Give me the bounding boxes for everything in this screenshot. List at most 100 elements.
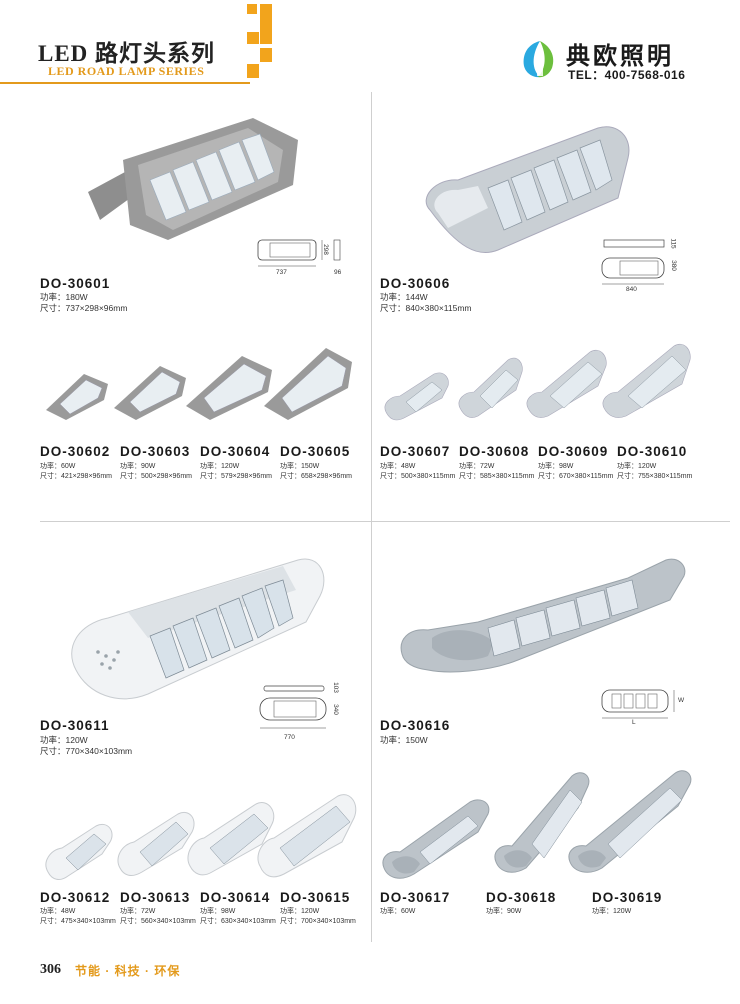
size-30603: 尺寸：500×298×96mm [120, 473, 192, 480]
deco-square-2 [260, 4, 272, 44]
lamp-image-30607 [382, 368, 452, 422]
lamp-image-30603 [112, 362, 188, 422]
model-30618: DO-30618 [486, 890, 557, 905]
power-30606: 功率：144W [380, 292, 428, 302]
power-30616: 功率：150W [380, 735, 428, 745]
size-30615: 尺寸：700×340×103mm [280, 918, 356, 925]
model-30604: DO-30604 [200, 444, 271, 459]
lamp-image-30602 [44, 370, 110, 422]
size-30609: 尺寸：670×380×115mm [538, 473, 614, 480]
lamp-image-30605 [262, 346, 354, 422]
model-30616: DO-30616 [380, 718, 451, 733]
power-30617: 功率：60W [380, 908, 416, 915]
size-30613: 尺寸：560×340×103mm [120, 918, 196, 925]
model-30610: DO-30610 [617, 444, 688, 459]
model-30609: DO-30609 [538, 444, 609, 459]
power-30612: 功率：48W [40, 908, 76, 915]
size-30605: 尺寸：658×298×96mm [280, 473, 352, 480]
page-title: LED 路灯头系列 [38, 41, 216, 66]
deco-square-3 [247, 32, 259, 44]
power-30601: 功率：180W [40, 292, 88, 302]
deco-square-5 [247, 64, 259, 78]
power-30609: 功率：98W [538, 463, 574, 470]
power-30610: 功率：120W [617, 463, 657, 470]
dimension-drawing-30611 [254, 682, 334, 734]
page-number: 306 [40, 962, 61, 977]
lamp-image-30617 [380, 796, 498, 882]
dimension-drawing-30616 [596, 686, 686, 724]
size-30610: 尺寸：755×380×115mm [617, 473, 693, 480]
power-30619: 功率：120W [592, 908, 632, 915]
dim-depth-30606: 115 [669, 238, 677, 249]
dim-l-30616: L [632, 719, 636, 726]
power-30603: 功率：90W [120, 463, 156, 470]
model-30608: DO-30608 [459, 444, 530, 459]
lamp-image-30604 [184, 352, 274, 422]
model-30611: DO-30611 [40, 718, 110, 733]
power-30615: 功率：120W [280, 908, 320, 915]
dim-height-30606: 380 [669, 260, 677, 271]
dim-depth-30611: 103 [331, 682, 339, 693]
dim-width-30606: 840 [626, 286, 637, 293]
power-30607: 功率：48W [380, 463, 416, 470]
lamp-image-30619 [566, 766, 694, 876]
dim-depth-30601: 96 [334, 269, 342, 276]
model-30602: DO-30602 [40, 444, 111, 459]
lamp-image-30601 [78, 110, 298, 250]
size-30612: 尺寸：475×340×103mm [40, 918, 116, 925]
lamp-image-30612 [44, 820, 114, 882]
model-30619: DO-30619 [592, 890, 663, 905]
model-30615: DO-30615 [280, 890, 351, 905]
model-30603: DO-30603 [120, 444, 191, 459]
model-30617: DO-30617 [380, 890, 451, 905]
size-30607: 尺寸：500×380×115mm [380, 473, 456, 480]
lamp-image-30613 [116, 808, 196, 878]
lamp-image-30606 [418, 118, 638, 258]
brand-name: 典欧照明 [566, 42, 674, 70]
size-30604: 尺寸：579×298×96mm [200, 473, 272, 480]
vertical-divider [371, 92, 372, 942]
brand-tel: TEL：400-7568-016 [568, 68, 686, 82]
lamp-image-30609 [524, 346, 610, 420]
dim-width-30601: 737 [276, 269, 287, 276]
size-30602: 尺寸：421×298×96mm [40, 473, 112, 480]
page-subtitle: LED ROAD LAMP SERIES [48, 64, 205, 78]
model-30607: DO-30607 [380, 444, 451, 459]
power-30602: 功率：60W [40, 463, 76, 470]
power-30605: 功率：150W [280, 463, 320, 470]
size-30601: 尺寸：737×298×96mm [40, 303, 128, 313]
dim-height-30611: 340 [331, 704, 339, 715]
deco-square-1 [247, 4, 257, 14]
model-30613: DO-30613 [120, 890, 191, 905]
dimension-drawing-30601 [250, 234, 350, 276]
power-30608: 功率：72W [459, 463, 495, 470]
size-30614: 尺寸：630×340×103mm [200, 918, 276, 925]
power-30614: 功率：98W [200, 908, 236, 915]
header-underline [0, 82, 250, 84]
power-30613: 功率：72W [120, 908, 156, 915]
model-30601: DO-30601 [40, 276, 111, 291]
dim-width-30611: 770 [284, 734, 295, 741]
lamp-image-30615 [256, 790, 360, 880]
model-30605: DO-30605 [280, 444, 351, 459]
dim-w-30616: W [678, 697, 685, 704]
size-30608: 尺寸：585×380×115mm [459, 473, 535, 480]
lamp-image-30611 [68, 552, 328, 702]
model-30612: DO-30612 [40, 890, 111, 905]
horizontal-divider [40, 521, 730, 522]
model-30606: DO-30606 [380, 276, 451, 291]
lamp-image-30610 [600, 340, 694, 420]
size-30606: 尺寸：840×380×115mm [380, 303, 472, 313]
lamp-image-30608 [456, 354, 526, 420]
lamp-image-30614 [186, 798, 276, 878]
lamp-image-30616 [398, 556, 688, 676]
lamp-image-30618 [492, 768, 592, 876]
footer-tagline: 节能 · 科技 · 环保 [75, 964, 181, 978]
deco-square-4 [260, 48, 272, 62]
size-30611: 尺寸：770×340×103mm [40, 746, 133, 756]
power-30604: 功率：120W [200, 463, 240, 470]
dim-height-30601: 298 [321, 244, 329, 255]
model-30614: DO-30614 [200, 890, 271, 905]
power-30611: 功率：120W [40, 735, 88, 745]
power-30618: 功率：90W [486, 908, 522, 915]
